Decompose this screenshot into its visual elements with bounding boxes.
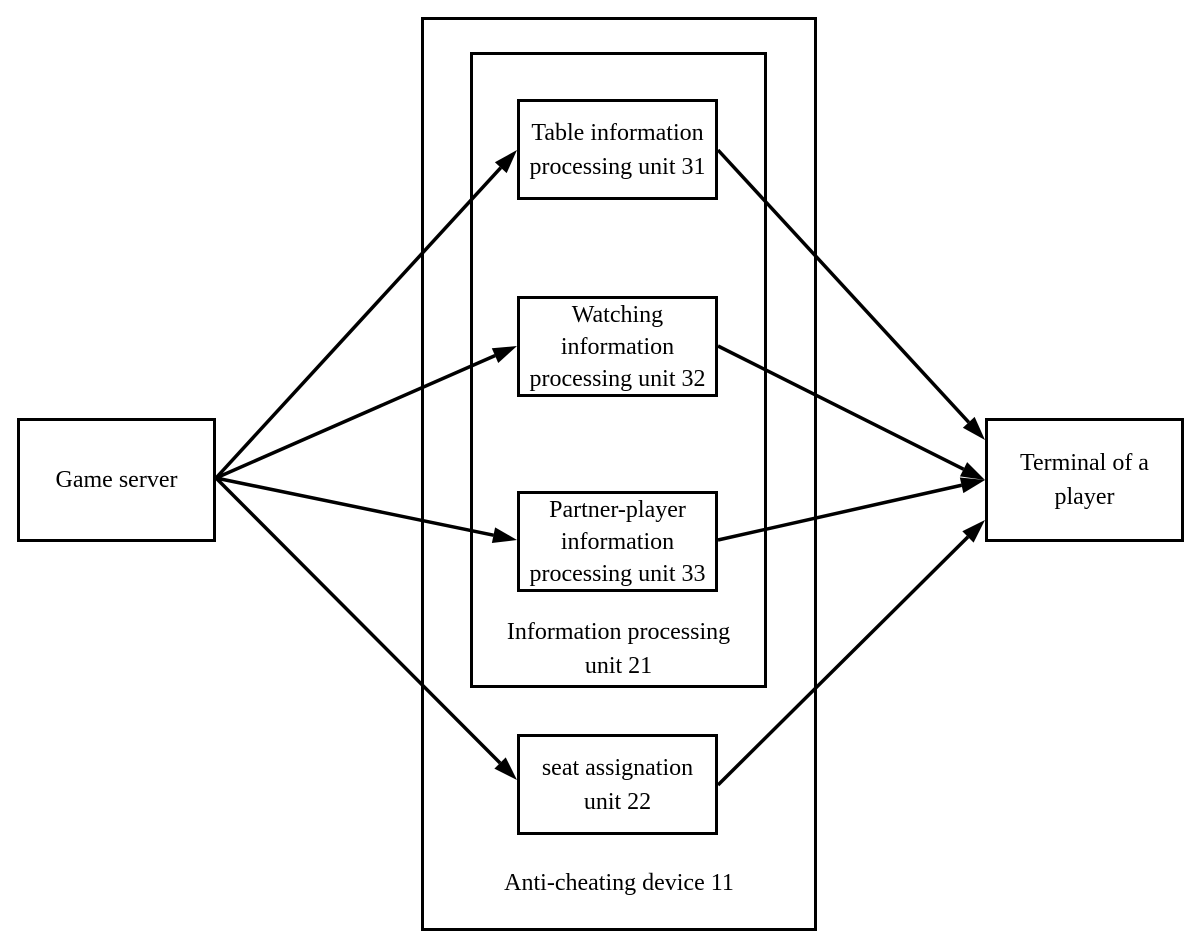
arrow-seat-unit-to-terminal-head [962, 520, 985, 543]
seat-assignation-unit-node: seat assignation unit 22 [517, 734, 718, 835]
arrow-watching-unit-to-terminal-head [960, 462, 985, 480]
game-server-node: Game server [17, 418, 216, 542]
arrow-table-unit-to-terminal-head [963, 417, 985, 440]
arrow-partner-unit-to-terminal-head [960, 477, 985, 493]
watching-information-processing-unit-node: Watching information processing unit 32 [517, 296, 718, 397]
terminal-of-player-node: Terminal of a player [985, 418, 1184, 542]
partner-player-information-processing-unit-node: Partner-player information processing un… [517, 491, 718, 592]
information-processing-unit-label: Information processing unit 21 [470, 615, 767, 683]
table-information-processing-unit-node: Table information processing unit 31 [517, 99, 718, 200]
anti-cheating-device-label: Anti-cheating device 11 [421, 866, 817, 900]
